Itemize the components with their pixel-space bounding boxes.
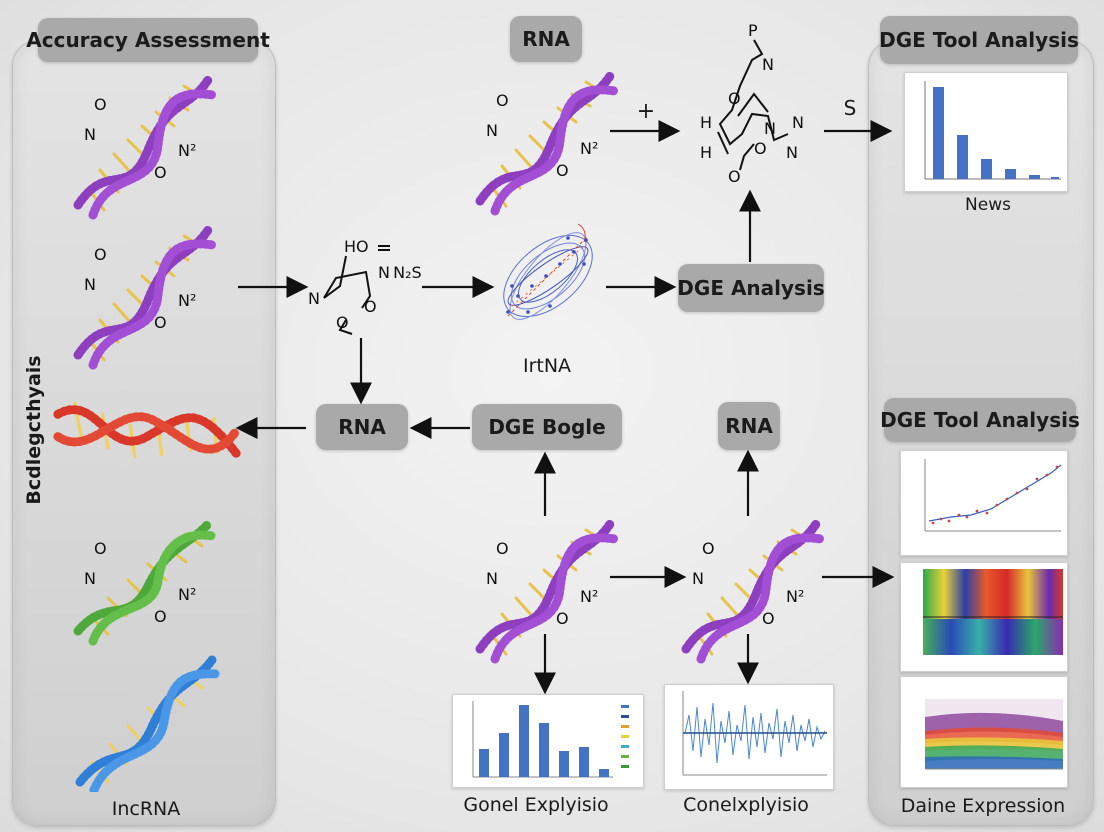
svg-text:O: O bbox=[336, 313, 349, 332]
svg-text:O: O bbox=[556, 609, 569, 628]
chem-labels-helix-top: O N N² O bbox=[486, 91, 598, 180]
rna-mid-left-node[interactable]: RNA bbox=[316, 404, 408, 450]
svg-text:N: N bbox=[308, 289, 320, 308]
rna-mid-right-node[interactable]: RNA bbox=[718, 402, 780, 450]
heatmap-plot bbox=[900, 562, 1068, 672]
svg-text:O: O bbox=[762, 609, 775, 628]
signal-noise-plot bbox=[664, 684, 834, 790]
news-caption: News bbox=[965, 195, 1011, 215]
svg-text:O: O bbox=[728, 167, 741, 186]
svg-text:O: O bbox=[496, 91, 509, 110]
chem-labels-helix-green: O N N² O bbox=[84, 539, 196, 626]
svg-text:N²: N² bbox=[580, 139, 598, 158]
svg-text:N: N bbox=[792, 113, 804, 132]
dge-analysis-node[interactable]: DGE Analysis bbox=[677, 264, 825, 312]
accuracy-assessment-header: Accuracy Assessment bbox=[26, 18, 270, 62]
scatter-trend-plot bbox=[900, 450, 1068, 556]
svg-text:O: O bbox=[94, 245, 107, 264]
rna-top-node[interactable]: RNA bbox=[510, 16, 582, 62]
gonel-explyisio-caption: Gonel Explyisio bbox=[463, 794, 609, 816]
chem-labels-helix-bottom-right: O N N² O bbox=[692, 539, 804, 628]
svg-text:N: N bbox=[786, 143, 798, 162]
chemical-structure-top-icon: P N O H H N N N O O bbox=[700, 21, 804, 186]
chem-labels-helix-2: O N N² O bbox=[84, 245, 196, 332]
svg-text:O: O bbox=[154, 607, 167, 626]
dge-tool-analysis-header-mid: DGE Tool Analysis bbox=[880, 398, 1080, 442]
gonel-bar-chart bbox=[452, 694, 644, 788]
svg-text:O: O bbox=[94, 539, 107, 558]
svg-text:O: O bbox=[94, 95, 107, 114]
svg-text:O: O bbox=[556, 161, 569, 180]
svg-text:N: N bbox=[764, 119, 776, 138]
svg-text:N: N bbox=[486, 121, 498, 140]
plus-sign: + bbox=[636, 99, 656, 124]
daine-expression-caption: Daine Expression bbox=[900, 795, 1066, 817]
s-label: S bbox=[843, 96, 857, 120]
svg-text:H: H bbox=[700, 143, 712, 162]
svg-text:N N₂S: N N₂S bbox=[378, 263, 422, 282]
svg-text:N: N bbox=[84, 125, 96, 144]
svg-text:O: O bbox=[702, 539, 715, 558]
svg-text:H: H bbox=[700, 113, 712, 132]
svg-text:O: O bbox=[154, 313, 167, 332]
svg-text:N²: N² bbox=[786, 587, 804, 606]
svg-text:N²: N² bbox=[178, 585, 196, 604]
dge-bogle-node[interactable]: DGE Bogle bbox=[472, 404, 622, 450]
svg-text:N: N bbox=[692, 569, 704, 588]
chemical-structure-mid-icon: HO N N N₂S O O bbox=[308, 237, 422, 335]
svg-text:P: P bbox=[748, 21, 758, 40]
svg-text:N: N bbox=[762, 55, 774, 74]
svg-text:N: N bbox=[84, 275, 96, 294]
lncrna-label: IncRNA bbox=[111, 798, 181, 820]
svg-text:HO: HO bbox=[344, 237, 369, 256]
chem-labels-helix-bottom-left: O N N² O bbox=[486, 539, 598, 628]
network-label: IrtNA bbox=[522, 355, 572, 377]
chem-labels-helix-1: O N N² O bbox=[84, 95, 196, 182]
dge-tool-analysis-header-top: DGE Tool Analysis bbox=[879, 16, 1079, 64]
svg-text:O: O bbox=[754, 139, 767, 158]
svg-text:O: O bbox=[496, 539, 509, 558]
svg-text:O: O bbox=[154, 163, 167, 182]
conelxplyisio-caption: Conelxplyisio bbox=[683, 794, 809, 816]
news-bar-chart bbox=[904, 72, 1068, 192]
svg-text:N: N bbox=[486, 569, 498, 588]
svg-text:N: N bbox=[84, 569, 96, 588]
expression-density-plot bbox=[900, 676, 1068, 788]
svg-text:N²: N² bbox=[178, 141, 196, 160]
svg-text:N²: N² bbox=[178, 291, 196, 310]
svg-text:N²: N² bbox=[580, 587, 598, 606]
network-graph-icon bbox=[503, 223, 593, 320]
